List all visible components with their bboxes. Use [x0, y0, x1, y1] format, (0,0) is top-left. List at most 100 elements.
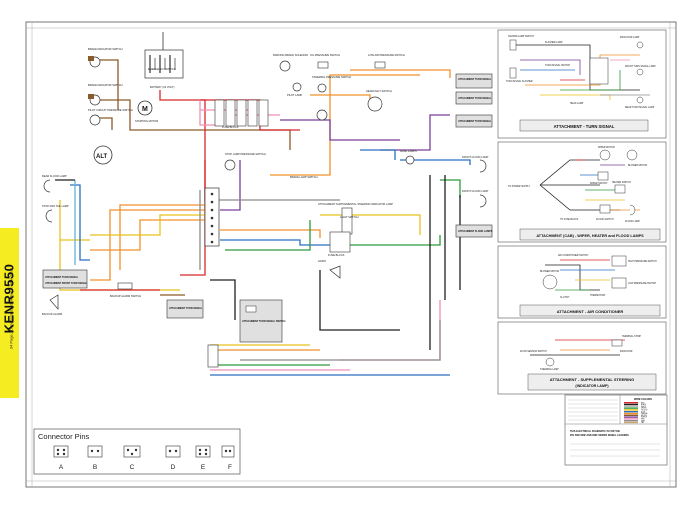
ac-label-5: THERMOSTAT: [590, 294, 606, 297]
panel-turn-signal: ATTACHMENT - TURN SIGNAL HAZARD LAMP SWI…: [497, 29, 667, 139]
ac-title: ATTACHMENT - AIR CONDITIONER: [557, 309, 624, 314]
label-front-flood-2: FRONT FLOOD LAMP: [462, 189, 489, 193]
turn-label-1: FLASHER LAMP: [545, 41, 563, 44]
connector-a-symbol: [53, 445, 69, 458]
label-emergency-switch: EMERGENCY SWITCH: [148, 67, 176, 71]
attach-box-switch: [239, 299, 283, 343]
connector-pins-box: Connector Pins: [33, 428, 241, 475]
ac-label-4: LOW PRESSURE SWITCH: [628, 283, 657, 285]
legend-label: YELLOW: [641, 410, 648, 412]
connector-f-symbol: [221, 445, 235, 458]
legend-label: PINK: [641, 419, 645, 421]
legend-label: BLUE: [641, 411, 645, 413]
pilot-switch-symbol: [89, 114, 101, 126]
turn-label-0: HAZARD LAMP SWITCH: [508, 35, 534, 38]
ac-label-2: CLUTCH: [560, 297, 570, 299]
steering-title2: (INDICATOR LAMP): [575, 384, 609, 388]
battery-symbol: [144, 32, 184, 79]
front-flood-lamp-symbol: [479, 159, 487, 173]
legend-swatch: [624, 402, 638, 404]
label-backup-alarm: BACKUP ALARM: [42, 312, 62, 316]
connector-d-symbol: [165, 445, 181, 458]
label-low-air: LOW AIR PRESSURE SWITCH: [368, 53, 405, 57]
brake-indicator-switch-1-symbol: [88, 56, 101, 68]
label-battery: BATTERY (24 VOLT): [150, 85, 174, 89]
steering-title: ATTACHMENT - SUPPLEMENTAL STEERING: [550, 377, 635, 382]
attach-box-2: [455, 91, 493, 105]
label-attach-turn-c: ATTACHMENT TURN SIGNAL: [458, 120, 492, 123]
legend-block: WIRE COLORS REDBLACKWHITEGREENYELLOWBLUE…: [564, 394, 668, 466]
legend-label: ORANGE: [641, 412, 648, 415]
label-oil-pressure: OIL PRESSURE SWITCH: [310, 53, 340, 57]
headlight-switch-symbol: [316, 96, 383, 121]
legend-swatch: [624, 405, 638, 407]
main-components: M: [42, 32, 493, 368]
fuse-block-symbol: [214, 99, 269, 127]
label-attach-turn-b: ATTACHMENT TURN SIGNAL: [458, 97, 492, 100]
label-pilot-switch: PILOT CIRCUIT PRESSURE SWITCH: [88, 108, 133, 112]
label-horn: HORN: [318, 259, 326, 263]
turn-label-7: HEAD LAMP: [570, 102, 584, 105]
legend-label: PURPLE: [641, 417, 647, 419]
panel-steering: ATTACHMENT - SUPPLEMENTAL STEERING (INDI…: [497, 321, 667, 395]
label-pilot-lamp: PILOT LAMP: [287, 93, 303, 97]
legend-table-lines: [568, 399, 618, 421]
connector-letter-f: F: [228, 464, 232, 471]
wiper-label-2: WIPER SWITCH: [590, 183, 608, 185]
label-brake-lamp-switch: BRAKE LAMP SWITCH: [290, 175, 318, 179]
steer-label-3: INDICATOR: [620, 350, 633, 353]
steering-switch-symbol: [317, 83, 327, 93]
connector-letter-a: A: [59, 464, 64, 471]
label-attach-flood: ATTACHMENT FLOOD LAMPS: [458, 230, 493, 233]
backup-alarm-symbol: [49, 294, 59, 310]
rear-flood-lamp-symbol: [43, 179, 51, 193]
label-brake-switch-2: BRAKE INDICATOR SWITCH: [88, 83, 123, 87]
label-attach-switch: ATTACHMENT TURN SIGNAL SWITCH: [242, 320, 286, 323]
turn-label-3: INDICATOR LAMP: [620, 36, 640, 39]
attach-box-flood: [455, 224, 493, 238]
low-air-switch-symbol: [374, 61, 386, 69]
panel-ac: ATTACHMENT - AIR CONDITIONER AIR CONDITI…: [497, 245, 667, 319]
label-attach-rear: ATTACHMENT TURN SIGNAL: [45, 276, 79, 279]
legend-label: GREEN: [641, 408, 646, 410]
pages-note: 34 Page, (Dimensions: 40 inches x 24 inc…: [8, 267, 14, 350]
parking-brake-solenoid-symbol: [279, 60, 291, 72]
label-light-switch: LIGHT SWITCH: [340, 215, 359, 219]
stop-lamp-switch-symbol: [224, 159, 236, 171]
dash-lamps-symbol: [405, 155, 415, 165]
connector-pins-title: Connector Pins: [38, 432, 90, 441]
label-front-flood: FRONT FLOOD LAMP: [462, 155, 489, 159]
legend-swatches: REDBLACKWHITEGREENYELLOWBLUEORANGEBROWNP…: [624, 402, 648, 424]
main-wires: [55, 59, 471, 376]
turn-signal-title: ATTACHMENT - TURN SIGNAL: [554, 124, 615, 129]
wiper-title: ATTACHMENT (CAB) - WIPER, HEATER and FLO…: [536, 234, 644, 238]
legend-label: BROWN: [641, 415, 647, 417]
connector-letter-b: B: [93, 464, 97, 471]
label-attach-ac: ATTACHMENT TURN SIGNAL: [169, 307, 203, 310]
label-brake-switch-1: BRAKE INDICATOR SWITCH: [88, 47, 123, 51]
attach-box-1: [455, 73, 493, 89]
legend-swatch: [624, 411, 638, 413]
fuse-block-lower-symbol: [329, 231, 351, 253]
label-attach-turn-a: ATTACHMENT TURN SIGNAL: [458, 78, 492, 81]
legend-swatch: [624, 421, 638, 424]
wiper-label-3: HEATER SWITCH: [612, 181, 631, 184]
ac-label-1: BLOWER MOTOR: [540, 271, 559, 273]
turn-label-4: FRONT TURN SIGNAL LAMP: [625, 65, 656, 68]
label-stop-lamp-switch: STOP LAMP PRESSURE SWITCH: [225, 152, 266, 156]
attach-box-left: [42, 269, 88, 289]
connector-e-symbol: [195, 445, 211, 458]
brake-indicator-switch-2-symbol: [88, 94, 101, 106]
panel-wiper: ATTACHMENT (CAB) - WIPER, HEATER and FLO…: [497, 141, 667, 243]
attach-box-3: [455, 114, 493, 128]
connector-c-symbol: [123, 445, 141, 458]
label-parking-brake: PARKING BRAKE SOLENOID: [273, 53, 308, 57]
legend-swatch: [624, 420, 638, 422]
legend-swatch: [624, 418, 638, 420]
wiper-label-5: TO POWER SUPPLY: [508, 186, 530, 188]
backup-alarm-switch-symbol: [117, 282, 133, 290]
alternator-symbol: [93, 145, 113, 165]
label-attach-front-turn: ATTACHMENT FRONT TURN SIGNAL: [45, 282, 88, 285]
